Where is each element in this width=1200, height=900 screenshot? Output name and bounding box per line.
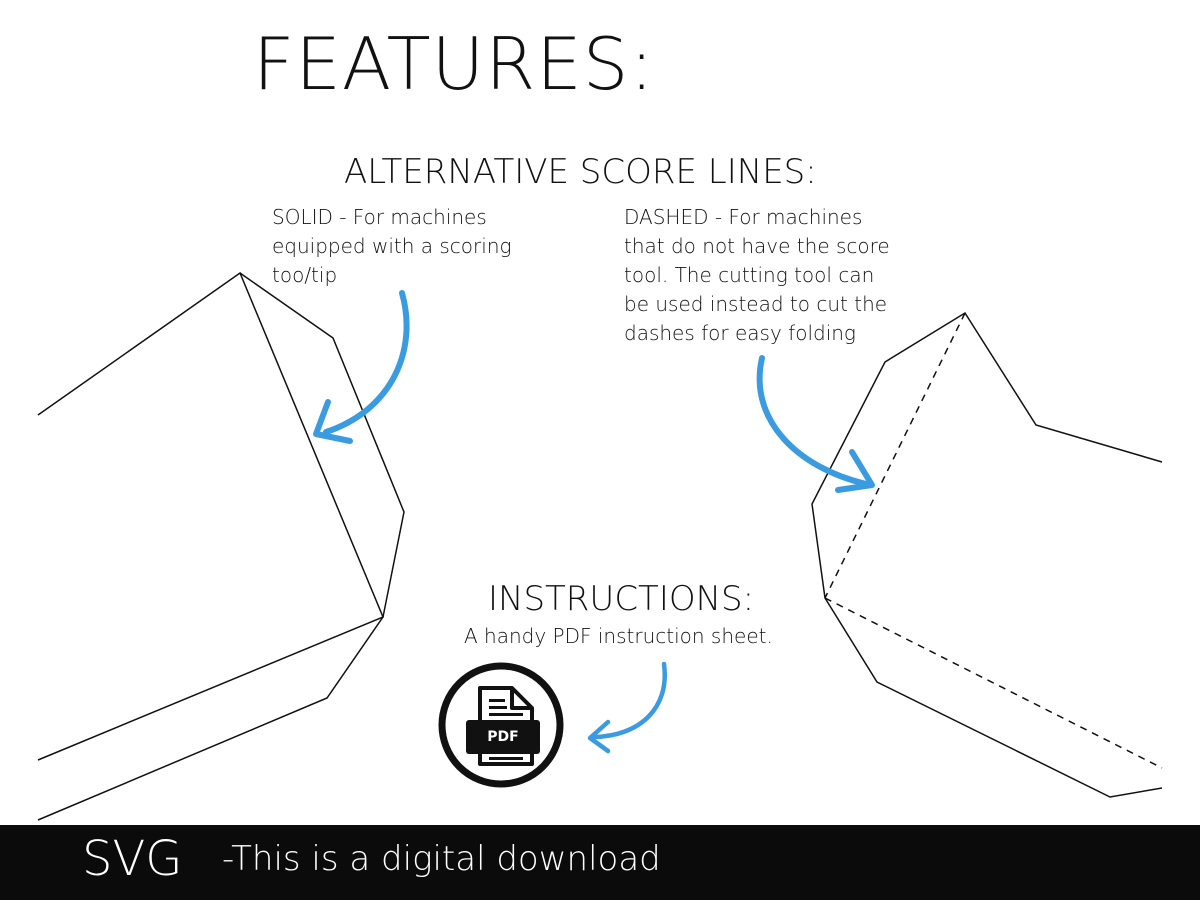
footer-bar: SVG -This is a digital download	[0, 825, 1200, 900]
dashed-arrow-icon	[756, 355, 875, 493]
solid-description: SOLID - For machines equipped with a sco…	[272, 205, 512, 287]
solid-box-outline	[37, 271, 405, 821]
instructions-heading: INSTRUCTIONS:	[488, 579, 755, 619]
instructions-description: A handy PDF instruction sheet.	[464, 624, 773, 648]
line-art	[37, 271, 1163, 821]
pdf-badge-graphic	[438, 662, 564, 788]
footer-download-note: -This is a digital download	[222, 839, 661, 879]
solid-arrow-icon	[313, 290, 410, 444]
score-lines-heading: ALTERNATIVE SCORE LINES:	[344, 152, 817, 192]
dashed-box-outline	[811, 311, 1163, 798]
footer-format-label: SVG	[82, 831, 183, 887]
pdf-file-icon: PDF	[436, 660, 566, 790]
page-title: FEATURES:	[253, 22, 655, 106]
instructions-arrow-icon	[587, 661, 668, 754]
dashed-description: DASHED - For machines that do not have t…	[624, 205, 890, 345]
pdf-label: PDF	[487, 729, 519, 745]
